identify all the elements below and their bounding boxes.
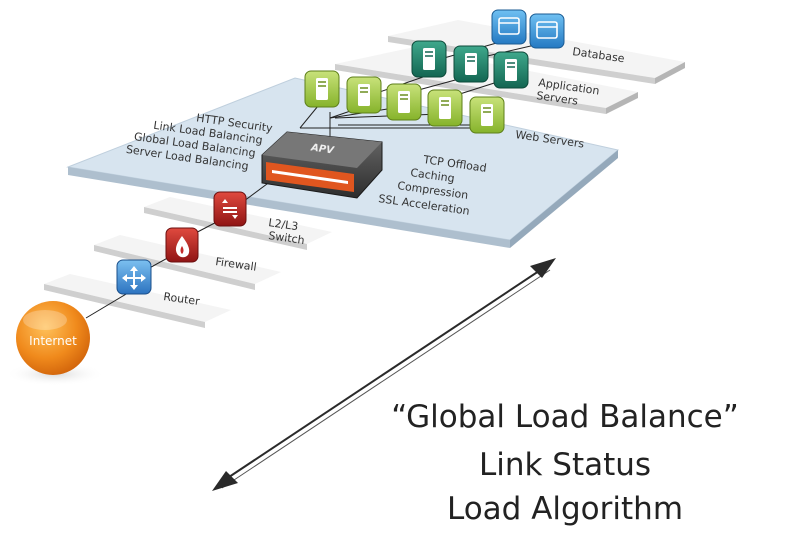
firewall-label: Firewall bbox=[215, 255, 258, 274]
server-icon bbox=[346, 76, 382, 114]
caption-line-1: “Global Load Balance” bbox=[391, 399, 739, 435]
server-icon bbox=[411, 40, 447, 78]
server-icon bbox=[493, 51, 529, 89]
router-shelf bbox=[44, 274, 231, 328]
apv-logo: APV bbox=[309, 142, 335, 156]
server-icon bbox=[304, 70, 340, 108]
switch-label-line1: L2/L3 bbox=[268, 216, 299, 233]
database-icon bbox=[491, 9, 527, 45]
firewall-icon bbox=[165, 227, 199, 263]
server-icon bbox=[453, 45, 489, 83]
router-label: Router bbox=[163, 290, 201, 308]
router-icon bbox=[116, 259, 152, 295]
application-label-line2: Servers bbox=[536, 89, 579, 108]
server-icon bbox=[386, 83, 422, 121]
double-arrow-icon bbox=[212, 258, 556, 491]
server-icon bbox=[427, 89, 463, 127]
switch-label-line2: Switch bbox=[268, 229, 306, 247]
apv-appliance: APV bbox=[261, 131, 383, 199]
caption-line-2: Link Status bbox=[478, 447, 652, 483]
caption-line-3: Load Algorithm bbox=[446, 491, 684, 527]
database-icon bbox=[529, 13, 565, 49]
server-icon bbox=[469, 96, 505, 134]
feature-label: Caching bbox=[410, 166, 456, 185]
internet-label: Internet bbox=[29, 334, 77, 348]
switch-icon bbox=[213, 191, 247, 227]
internet-globe: Internet bbox=[5, 301, 105, 386]
